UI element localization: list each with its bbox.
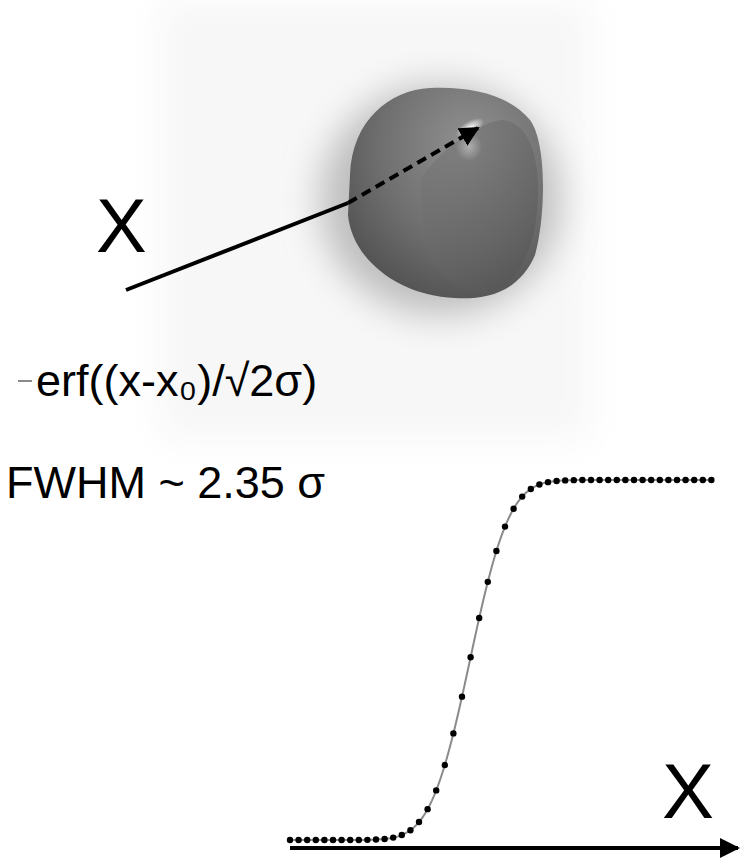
data-point (528, 486, 534, 492)
data-point (338, 837, 344, 843)
data-point (553, 478, 559, 484)
data-point (708, 477, 714, 483)
fit-curve (290, 480, 714, 840)
data-point (295, 837, 301, 843)
data-point (493, 548, 499, 554)
data-point (416, 819, 422, 825)
data-point (364, 837, 370, 843)
data-point (399, 832, 405, 838)
data-point (510, 506, 516, 512)
particle-body (348, 88, 543, 299)
data-point (588, 477, 594, 483)
data-point (433, 787, 439, 793)
data-point (536, 481, 542, 487)
data-point (691, 477, 697, 483)
data-point (682, 477, 688, 483)
data-point (390, 834, 396, 840)
legend-entry: erf((x-x₀)/√2σ) (18, 358, 317, 403)
data-point (674, 477, 680, 483)
data-point (605, 477, 611, 483)
data-point (665, 477, 671, 483)
data-point (467, 654, 473, 660)
data-point (622, 477, 628, 483)
data-point (502, 523, 508, 529)
data-point (381, 836, 387, 842)
data-point (347, 837, 353, 843)
blur-halo (320, 85, 560, 315)
x-axis (290, 846, 738, 850)
data-point (579, 477, 585, 483)
data-point (571, 477, 577, 483)
data-point (614, 477, 620, 483)
data-point (648, 477, 654, 483)
profile-line (126, 203, 348, 290)
data-point (442, 762, 448, 768)
data-point (596, 477, 602, 483)
profile-line-dashed (348, 128, 478, 203)
specular-highlight (453, 114, 488, 142)
axis-label: X (96, 188, 147, 264)
data-point (304, 837, 310, 843)
particle-face (420, 120, 538, 293)
data-point (407, 827, 413, 833)
data-point (356, 837, 362, 843)
data-point (330, 837, 336, 843)
data-point (424, 806, 430, 812)
data-point (485, 579, 491, 585)
data-point (321, 837, 327, 843)
data-point (476, 615, 482, 621)
data-point (287, 837, 293, 843)
legend-line-sample (18, 380, 32, 382)
data-point (459, 693, 465, 699)
data-point (545, 479, 551, 485)
data-point (700, 477, 706, 483)
data-point (450, 730, 456, 736)
legend-text: erf((x-x₀)/√2σ) (36, 358, 317, 403)
data-point (657, 477, 663, 483)
fwhm-note: FWHM ~ 2.35 σ (6, 460, 325, 505)
axis-label: X (662, 752, 714, 830)
data-point (313, 837, 319, 843)
data-point (519, 493, 525, 499)
data-point (639, 477, 645, 483)
data-point (562, 477, 568, 483)
data-point (631, 477, 637, 483)
data-point (373, 836, 379, 842)
